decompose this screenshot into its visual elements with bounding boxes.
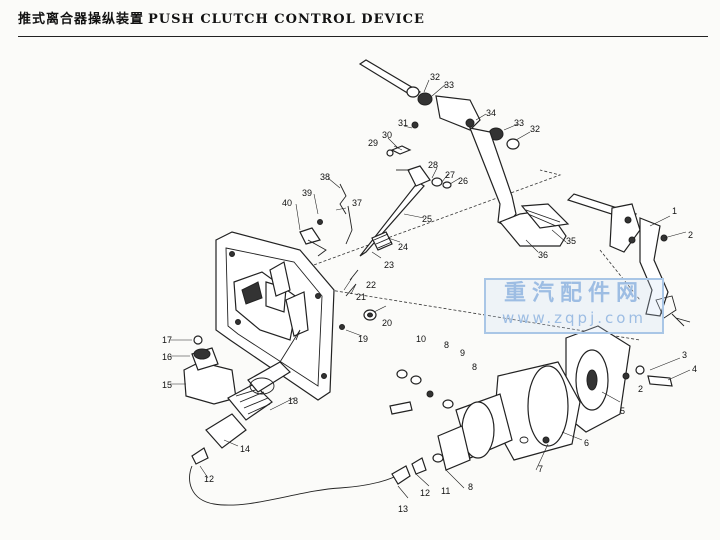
spring-bracket bbox=[299, 183, 353, 257]
leader-lines bbox=[170, 79, 691, 499]
small-bolts bbox=[386, 121, 419, 157]
callout-8: 8 bbox=[472, 362, 477, 372]
callout-27: 27 bbox=[445, 170, 455, 180]
callout-33: 33 bbox=[514, 118, 524, 128]
callout-8: 8 bbox=[444, 340, 449, 350]
callout-13: 13 bbox=[398, 504, 408, 514]
callout-9: 9 bbox=[460, 348, 465, 358]
callout-20: 20 bbox=[382, 318, 392, 328]
fitting-nut bbox=[411, 457, 427, 475]
callout-32: 32 bbox=[530, 124, 540, 134]
callout-39: 39 bbox=[302, 188, 312, 198]
push-rod bbox=[359, 165, 452, 257]
callout-30: 30 bbox=[382, 130, 392, 140]
callout-31: 31 bbox=[398, 118, 408, 128]
callout-36: 36 bbox=[538, 250, 548, 260]
callout-16: 16 bbox=[162, 352, 172, 362]
callout-25: 25 bbox=[422, 214, 432, 224]
callout-10: 10 bbox=[416, 334, 426, 344]
callout-5: 5 bbox=[620, 406, 625, 416]
callout-37: 37 bbox=[352, 198, 362, 208]
clutch-booster bbox=[389, 325, 673, 471]
callout-15: 15 bbox=[162, 380, 172, 390]
title-chinese: 推式离合器操纵装置 bbox=[18, 12, 145, 27]
callout-22: 22 bbox=[366, 280, 376, 290]
title-english: PUSH CLUTCH CONTROL DEVICE bbox=[148, 12, 425, 27]
callout-12: 12 bbox=[204, 474, 214, 484]
callout-21: 21 bbox=[356, 292, 366, 302]
pivot-bracket bbox=[566, 193, 691, 327]
watermark-chinese: 重汽配件网 bbox=[503, 281, 644, 306]
callout-33: 33 bbox=[444, 80, 454, 90]
hose-fitting bbox=[391, 465, 411, 485]
callout-34: 34 bbox=[486, 108, 496, 118]
callout-19: 19 bbox=[358, 334, 368, 344]
callout-17: 17 bbox=[162, 335, 172, 345]
callout-26: 26 bbox=[458, 176, 468, 186]
callout-6: 6 bbox=[584, 438, 589, 448]
callout-40: 40 bbox=[282, 198, 292, 208]
callout-18: 18 bbox=[288, 396, 298, 406]
clutch-pedal bbox=[469, 127, 570, 247]
assembly-line-right bbox=[599, 249, 641, 301]
master-cylinder bbox=[183, 329, 301, 465]
callout-23: 23 bbox=[384, 260, 394, 270]
callout-29: 29 bbox=[368, 138, 378, 148]
pedal-shaft bbox=[358, 59, 520, 150]
callout-38: 38 bbox=[320, 172, 330, 182]
callout-35: 35 bbox=[566, 236, 576, 246]
watermark-url: www.zqpj.com bbox=[501, 309, 647, 327]
callout-14: 14 bbox=[240, 444, 250, 454]
callout-32: 32 bbox=[430, 72, 440, 82]
callout-12: 12 bbox=[420, 488, 430, 498]
hydraulic-hose bbox=[189, 465, 401, 506]
callout-8: 8 bbox=[468, 482, 473, 492]
callout-24: 24 bbox=[398, 242, 408, 252]
callout-28: 28 bbox=[428, 160, 438, 170]
callout-1: 1 bbox=[672, 206, 677, 216]
callout-2: 2 bbox=[638, 384, 643, 394]
firewall-plate bbox=[215, 231, 377, 401]
callout-7: 7 bbox=[538, 464, 543, 474]
title-rule bbox=[18, 36, 708, 37]
callout-4: 4 bbox=[692, 364, 697, 374]
watermark-logo: 重汽配件网 www.zqpj.com bbox=[484, 278, 664, 334]
callout-2: 2 bbox=[688, 230, 693, 240]
callout-3: 3 bbox=[682, 350, 687, 360]
callout-11: 11 bbox=[441, 486, 450, 496]
